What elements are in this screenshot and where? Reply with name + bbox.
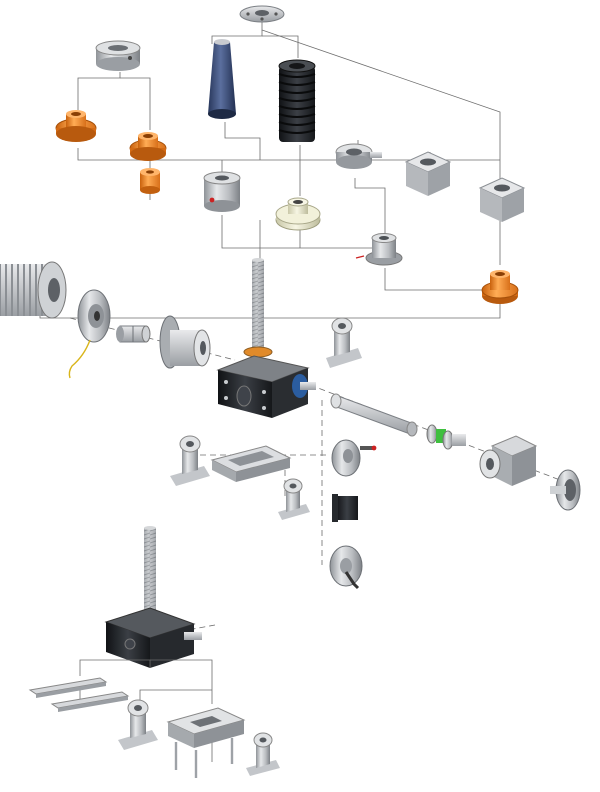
mounting-plate-bottom	[166, 707, 246, 778]
shaft-coupling	[116, 325, 151, 343]
rail-bars	[28, 677, 130, 712]
mounting-plate	[210, 445, 292, 482]
motor-adapter-flange	[159, 315, 211, 369]
handwheel-small	[331, 439, 377, 477]
handwheel-crank	[329, 545, 363, 590]
stop-collar	[95, 40, 141, 71]
connecting-shaft	[330, 393, 418, 437]
safety-nut	[203, 171, 241, 212]
bellows-boot	[278, 59, 316, 142]
trapezoidal-nut-bronze	[481, 270, 519, 304]
flange-nut-bronze	[55, 110, 97, 142]
square-flange	[404, 151, 452, 196]
encoder-disk	[68, 289, 111, 379]
pillow-block-bottom-left	[118, 699, 158, 750]
bevel-gearbox	[479, 435, 538, 486]
spindle-tube-cover	[208, 39, 236, 119]
screw-jack-cubic	[104, 526, 202, 668]
pillow-block-bottom-right	[246, 732, 280, 776]
polymer-flange-nut	[275, 197, 321, 231]
limit-switch-collar	[335, 143, 382, 169]
pillow-block-small	[278, 478, 310, 520]
rotation-lock-nut	[355, 233, 403, 266]
pillow-block-right	[326, 317, 362, 368]
pillow-block-left	[170, 435, 210, 486]
screw-jack-main	[216, 258, 316, 418]
top-flange	[239, 5, 285, 23]
gearbox-flange	[550, 469, 581, 511]
cylinder-nut-bronze	[140, 168, 160, 194]
square-flange-2	[478, 177, 526, 222]
servo-motor	[0, 261, 67, 319]
hand-crank-adapter	[332, 494, 358, 522]
claw-coupling	[426, 424, 466, 450]
flange-nut-bronze-2	[129, 132, 167, 161]
connector-lines-bottom	[79, 659, 213, 762]
